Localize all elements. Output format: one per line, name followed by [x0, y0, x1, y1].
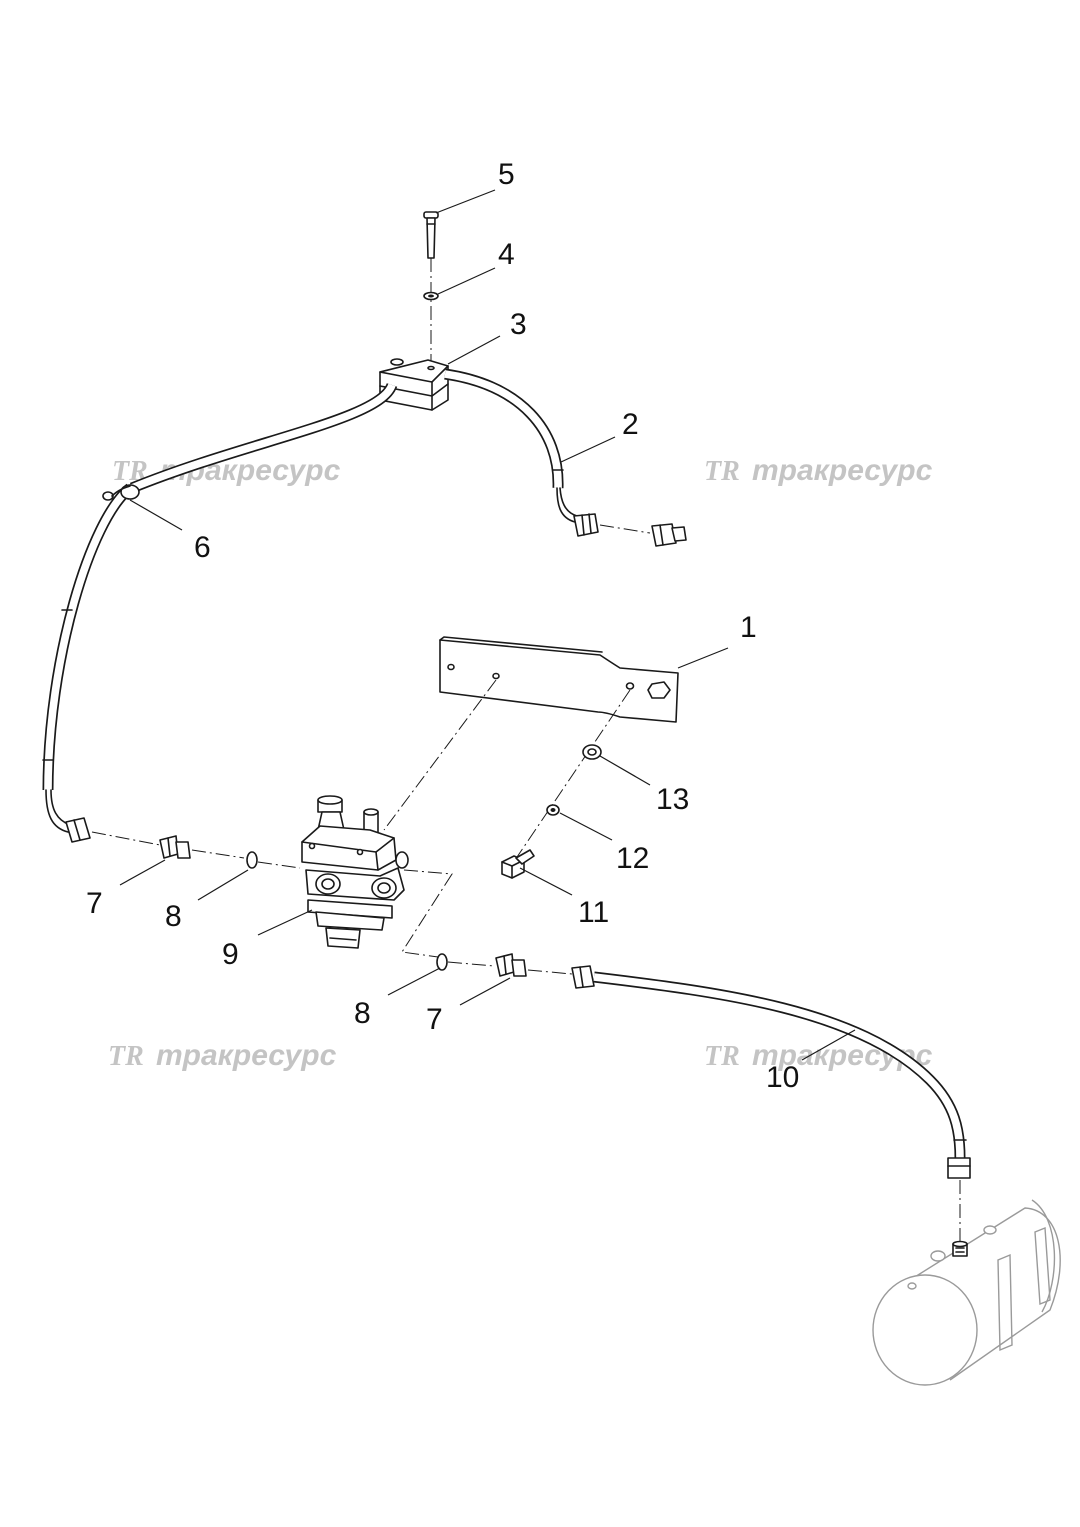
part-11-bolt — [501, 849, 535, 879]
callout-8-right: 8 — [354, 997, 371, 1030]
leader-7-right — [459, 977, 511, 1006]
callout-6: 6 — [194, 531, 211, 564]
axis-outlet-2 — [447, 961, 495, 967]
part-9-valve — [301, 795, 409, 949]
callout-2: 2 — [622, 408, 639, 441]
part-2-end-fitting — [651, 523, 687, 547]
axis-inlet — [91, 831, 161, 846]
tank-port-fitting — [952, 1240, 968, 1257]
watermark-logo-mark: TR — [704, 456, 740, 487]
callout-10: 10 — [766, 1061, 799, 1094]
axis-hose-2 — [599, 524, 651, 534]
part-13-washer — [582, 744, 602, 760]
watermark-logo-mark: TR — [704, 1041, 740, 1072]
part-8-ring-right — [436, 953, 448, 971]
leader-7-left — [119, 859, 166, 886]
callout-5: 5 — [498, 158, 515, 191]
part-10-hose — [571, 965, 971, 1179]
axis-bracket-bolt — [514, 689, 631, 861]
leader-10 — [801, 1029, 856, 1061]
leader-8-right — [387, 967, 441, 996]
axis-outlet — [401, 869, 453, 958]
air-tank — [872, 1199, 1061, 1386]
callout-7-right: 7 — [426, 1003, 443, 1036]
watermark-bottom-left: TR тракресурс — [108, 1039, 337, 1072]
leader-2 — [560, 436, 616, 463]
callout-4: 4 — [498, 238, 515, 271]
leader-3 — [447, 335, 501, 365]
part-4-washer — [423, 291, 439, 301]
leader-12 — [559, 812, 613, 841]
axis-outlet-3 — [527, 969, 573, 975]
callout-7-left: 7 — [86, 887, 103, 920]
leader-6 — [129, 499, 183, 531]
callout-9: 9 — [222, 938, 239, 971]
callout-11: 11 — [578, 896, 609, 929]
callout-8-left: 8 — [165, 900, 182, 933]
callout-1: 1 — [740, 611, 757, 644]
part-7-adapter-right — [495, 953, 527, 977]
leader-9 — [257, 909, 313, 936]
leader-4 — [437, 267, 496, 295]
part-8-ring-left — [246, 851, 258, 869]
callout-13: 13 — [656, 783, 689, 816]
leader-5 — [435, 189, 496, 214]
leader-1 — [677, 647, 729, 669]
watermark-logo-mark: TR — [108, 1041, 144, 1072]
hose-left — [42, 382, 398, 843]
part-1-bracket — [439, 636, 679, 723]
watermark-brand: тракресурс — [156, 1039, 337, 1072]
axis-bracket-valve — [383, 679, 497, 831]
part-5-bolt — [423, 211, 439, 259]
part-6-clip — [102, 484, 140, 501]
leader-8-left — [197, 869, 249, 901]
axis-inlet-3 — [257, 861, 301, 869]
leader-13 — [599, 755, 651, 786]
callout-3: 3 — [510, 308, 527, 341]
watermark-brand: тракресурс — [752, 454, 933, 487]
watermark-top-right: TR тракресурс — [704, 454, 933, 487]
part-7-adapter-left — [159, 835, 191, 859]
part-12-spring-washer — [546, 804, 560, 816]
part-3-clamp — [379, 358, 449, 411]
callout-12: 12 — [616, 842, 649, 875]
axis-inlet-2 — [191, 849, 245, 859]
leader-11 — [519, 867, 573, 896]
part-2-hose — [444, 368, 599, 537]
